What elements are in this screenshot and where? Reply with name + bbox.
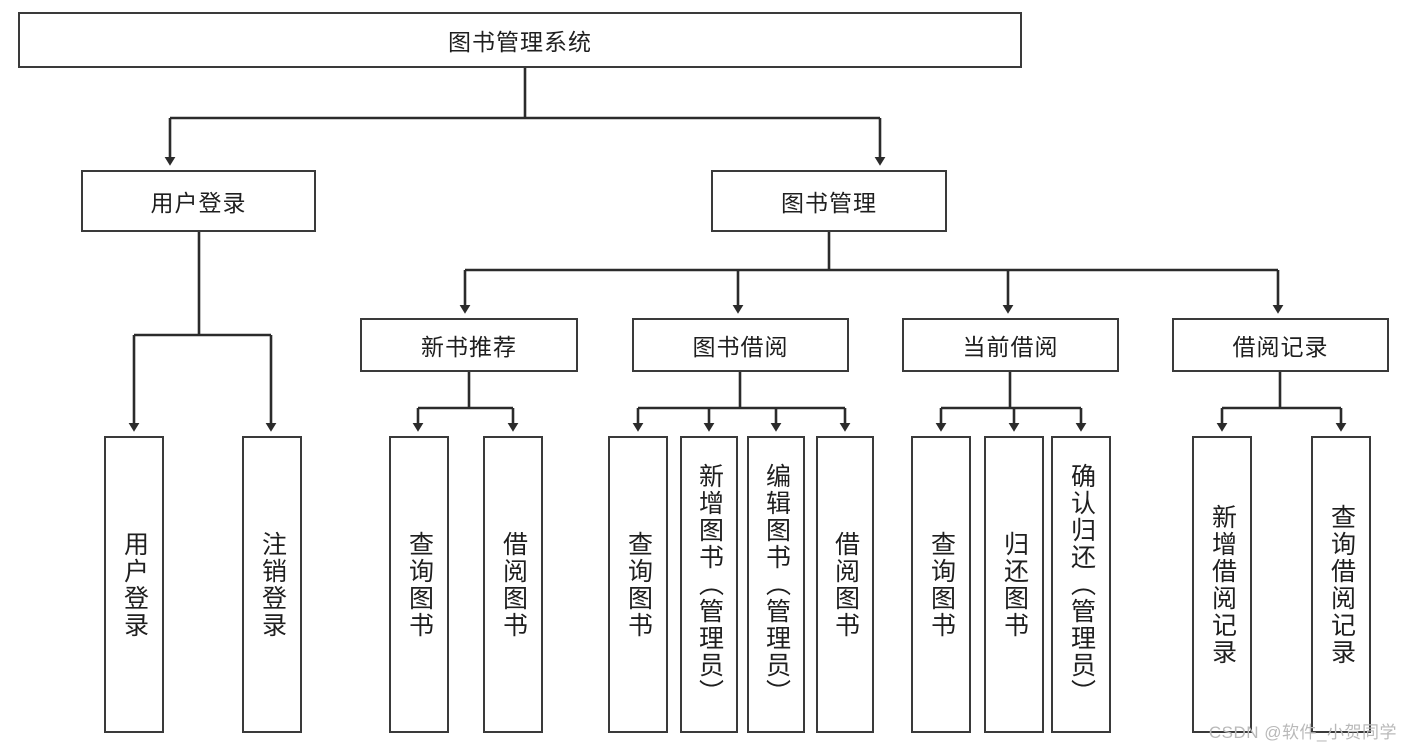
leaf-logout-login[interactable]: 注销登录 [242, 436, 302, 733]
node-label: 用户登录 [150, 190, 247, 216]
node-label: 新书推荐 [421, 334, 517, 360]
leaf-return-book[interactable]: 归还图书 [984, 436, 1044, 733]
node-label: 确认归还（管理员） [1067, 463, 1096, 706]
node-label: 注销登录 [258, 530, 287, 639]
node-user-login[interactable]: 用户登录 [81, 170, 316, 232]
leaf-add-record[interactable]: 新增借阅记录 [1192, 436, 1252, 733]
leaf-edit-book[interactable]: 编辑图书（管理员） [747, 436, 805, 733]
node-label: 图书借阅 [692, 334, 789, 360]
node-borrow-record[interactable]: 借阅记录 [1172, 318, 1389, 372]
leaf-query-book-2[interactable]: 查询图书 [608, 436, 668, 733]
node-label: 新增图书（管理员） [695, 463, 724, 706]
leaf-query-book-3[interactable]: 查询图书 [911, 436, 971, 733]
leaf-borrow-book-2[interactable]: 借阅图书 [816, 436, 874, 733]
node-label: 查询借阅记录 [1327, 503, 1356, 666]
node-label: 查询图书 [927, 530, 956, 639]
node-label: 借阅记录 [1232, 334, 1329, 360]
leaf-query-record[interactable]: 查询借阅记录 [1311, 436, 1371, 733]
csdn-watermark: CSDN @软件_小贺同学 [1208, 723, 1397, 742]
node-label: 图书管理系统 [448, 29, 592, 55]
node-label: 查询图书 [405, 530, 434, 639]
node-book-borrow[interactable]: 图书借阅 [632, 318, 849, 372]
node-label: 查询图书 [624, 530, 653, 639]
node-label: 图书管理 [781, 190, 877, 216]
node-label: 新增借阅记录 [1208, 503, 1237, 666]
node-new-book-recommend[interactable]: 新书推荐 [360, 318, 578, 372]
leaf-user-login[interactable]: 用户登录 [104, 436, 164, 733]
leaf-borrow-book-1[interactable]: 借阅图书 [483, 436, 543, 733]
node-current-borrow[interactable]: 当前借阅 [902, 318, 1119, 372]
leaf-add-book[interactable]: 新增图书（管理员） [680, 436, 738, 733]
node-label: 当前借阅 [962, 334, 1059, 360]
node-label: 借阅图书 [499, 530, 528, 639]
node-root-system[interactable]: 图书管理系统 [18, 12, 1022, 68]
node-label: 借阅图书 [831, 530, 860, 639]
leaf-confirm-return[interactable]: 确认归还（管理员） [1051, 436, 1111, 733]
node-label: 用户登录 [120, 530, 149, 639]
node-book-manage[interactable]: 图书管理 [711, 170, 947, 232]
node-label: 归还图书 [1000, 530, 1029, 639]
leaf-query-book-1[interactable]: 查询图书 [389, 436, 449, 733]
node-label: 编辑图书（管理员） [762, 463, 791, 706]
